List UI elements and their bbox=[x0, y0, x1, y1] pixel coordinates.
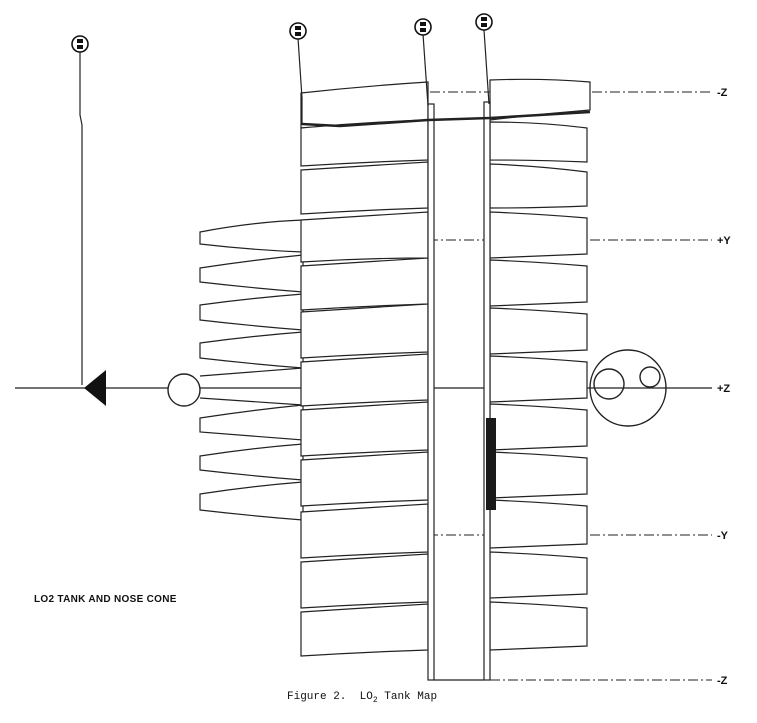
dark-marking bbox=[486, 418, 496, 510]
caption-subscript: 2 bbox=[372, 696, 378, 706]
stringer-strips bbox=[427, 101, 491, 681]
axis-label-minus-z-top: -Z bbox=[717, 87, 728, 99]
reference-symbol-2 bbox=[289, 22, 307, 40]
tank-gore bbox=[300, 211, 429, 263]
nose-gore bbox=[199, 293, 304, 331]
tank-gore bbox=[489, 451, 588, 499]
tank-gore bbox=[489, 259, 588, 307]
nose-gore bbox=[199, 254, 304, 293]
port-circle-inner bbox=[593, 368, 625, 400]
tank-gore bbox=[489, 163, 588, 209]
axis-label-plus-z: +Z bbox=[717, 383, 730, 395]
axis-label-minus-z-bottom: -Z bbox=[717, 675, 728, 687]
leader-line-4 bbox=[483, 29, 490, 105]
tank-gore bbox=[489, 551, 588, 599]
reference-symbol-1 bbox=[71, 35, 89, 53]
diagram-title: LO2 TANK AND NOSE CONE bbox=[34, 594, 177, 605]
tank-gore bbox=[489, 355, 588, 403]
tank-gore bbox=[300, 353, 429, 407]
top-seam bbox=[301, 110, 591, 128]
tank-gore bbox=[300, 603, 429, 657]
leader-line-3 bbox=[422, 33, 429, 107]
tank-gore bbox=[489, 121, 588, 163]
tank-gore bbox=[489, 499, 588, 549]
nose-gore bbox=[199, 331, 304, 369]
tank-gore bbox=[300, 257, 429, 311]
nose-gore bbox=[199, 219, 304, 253]
nose-gore bbox=[199, 443, 304, 481]
nose-apex-line bbox=[199, 367, 304, 377]
leader-line-2 bbox=[297, 37, 303, 125]
caption-prefix: Figure 2. LO bbox=[287, 691, 373, 703]
tank-gore bbox=[489, 403, 588, 451]
nose-circle bbox=[167, 373, 201, 407]
nose-apex-line bbox=[199, 397, 304, 406]
tank-gore bbox=[300, 503, 429, 559]
tank-gore bbox=[300, 161, 429, 215]
tank-gore bbox=[300, 119, 429, 167]
tank-gore bbox=[300, 553, 429, 609]
nose-gore bbox=[199, 404, 304, 441]
nose-cone-gores bbox=[199, 219, 304, 521]
tank-gore bbox=[300, 451, 429, 507]
axis-label-minus-y: -Y bbox=[717, 530, 729, 542]
axis-label-plus-y: +Y bbox=[717, 235, 731, 247]
nose-tip-arrow bbox=[84, 370, 106, 406]
tank-gores-left bbox=[300, 81, 429, 657]
tank-gore bbox=[489, 211, 588, 259]
port-circle-small bbox=[639, 366, 661, 388]
tank-gores-right bbox=[489, 78, 591, 651]
tank-gore bbox=[300, 401, 429, 457]
reference-symbol-4 bbox=[475, 13, 493, 31]
figure-caption: Figure 2. LO2 Tank Map bbox=[287, 691, 437, 705]
tank-gore bbox=[489, 307, 588, 355]
caption-suffix: Tank Map bbox=[377, 691, 438, 703]
tank-gore bbox=[300, 303, 429, 359]
leader-line-1 bbox=[79, 52, 83, 385]
reference-symbol-3 bbox=[414, 18, 432, 36]
tank-gore bbox=[489, 601, 588, 651]
nose-gore bbox=[199, 481, 304, 521]
